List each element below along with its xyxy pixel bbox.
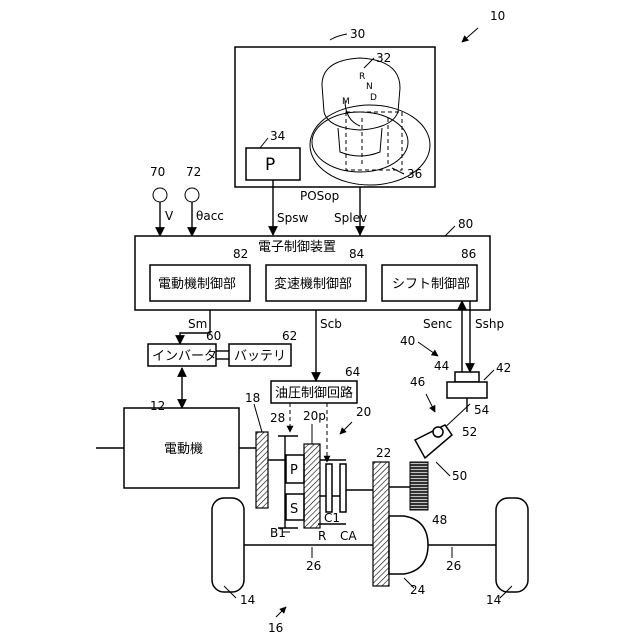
r-label: R xyxy=(318,529,326,543)
ref-16: 16 xyxy=(268,621,283,635)
vehicle-speed-sensor xyxy=(153,188,167,202)
ref-14b: 14 xyxy=(486,593,501,607)
accelerator-sensor xyxy=(185,188,199,202)
b1-label: B1 xyxy=(270,526,286,540)
ref-52: 52 xyxy=(462,425,477,439)
ref-82: 82 xyxy=(233,247,248,261)
spsw-label: Spsw xyxy=(277,211,308,225)
ref-10: 10 xyxy=(490,9,505,23)
senc-label: Senc xyxy=(423,317,452,331)
ref-64: 64 xyxy=(345,365,360,379)
ref-44: 44 xyxy=(434,359,449,373)
ref-18: 18 xyxy=(245,391,260,405)
gear-p-label: P xyxy=(290,463,298,478)
differential-case xyxy=(389,516,428,574)
ref-32: 32 xyxy=(376,51,391,65)
transmission-control-label: 変速機制御部 xyxy=(274,276,352,292)
gear-r: R xyxy=(359,72,365,82)
ref-28: 28 xyxy=(270,411,285,425)
ref-72: 72 xyxy=(186,165,201,179)
ref-40: 40 xyxy=(400,334,415,348)
scb-label: Scb xyxy=(320,317,342,331)
p-switch-label: P xyxy=(265,155,275,175)
ref-42: 42 xyxy=(496,361,511,375)
ref-30: 30 xyxy=(350,27,365,41)
ref-22: 22 xyxy=(376,446,391,460)
ref-20: 20 xyxy=(356,405,371,419)
hydraulic-label: 油圧制御回路 xyxy=(275,385,353,401)
shift-control-label: シフト制御部 xyxy=(392,277,470,292)
ring-gear xyxy=(304,444,320,528)
gear-m: M xyxy=(342,97,350,107)
ref-46: 46 xyxy=(410,375,425,389)
left-wheel xyxy=(212,498,244,592)
right-wheel xyxy=(496,498,528,592)
differential-ring-gear xyxy=(373,462,389,586)
parking-pawl xyxy=(415,425,452,458)
parking-gear xyxy=(410,462,428,510)
ref-50: 50 xyxy=(452,469,467,483)
clutch-c1-plate-b xyxy=(340,464,346,512)
ref-84: 84 xyxy=(349,247,364,261)
ref-12: 12 xyxy=(150,399,165,413)
pos-op-label: POSop xyxy=(300,189,339,203)
shift-actuator xyxy=(447,382,487,398)
theta-acc-label: θacc xyxy=(196,209,224,223)
ecu-title: 電子制御装置 xyxy=(258,240,336,255)
splev-label: Splev xyxy=(334,211,367,225)
ref-20p: 20p xyxy=(303,409,326,423)
v-label: V xyxy=(165,209,174,223)
ref-54: 54 xyxy=(474,403,489,417)
motor-label: 電動機 xyxy=(164,442,203,457)
ref-34: 34 xyxy=(270,129,285,143)
gear-n: N xyxy=(366,82,373,92)
ref-24: 24 xyxy=(410,583,425,597)
c1-label: C1 xyxy=(324,511,340,525)
motor-control-label: 電動機制御部 xyxy=(158,277,236,292)
ref-62: 62 xyxy=(282,329,297,343)
clutch-c1-plate-a xyxy=(326,464,332,512)
gear-d: D xyxy=(370,93,377,103)
sm-label: Sm xyxy=(188,317,207,331)
input-gear xyxy=(256,432,268,508)
encoder xyxy=(455,372,479,382)
battery-label: バッテリ xyxy=(234,349,286,364)
sshp-label: Sshp xyxy=(475,317,504,331)
inverter-label: インバータ xyxy=(152,349,217,364)
ref-36: 36 xyxy=(407,167,422,181)
ref-48: 48 xyxy=(432,513,447,527)
gear-s-label: S xyxy=(290,502,298,517)
ref-26b: 26 xyxy=(446,559,461,573)
ref-60: 60 xyxy=(206,329,221,343)
ref-14a: 14 xyxy=(240,593,255,607)
ref-86: 86 xyxy=(461,247,476,261)
ref-80: 80 xyxy=(458,217,473,231)
ref-70: 70 xyxy=(150,165,165,179)
ca-label: CA xyxy=(340,529,357,543)
ref-26a: 26 xyxy=(306,559,321,573)
